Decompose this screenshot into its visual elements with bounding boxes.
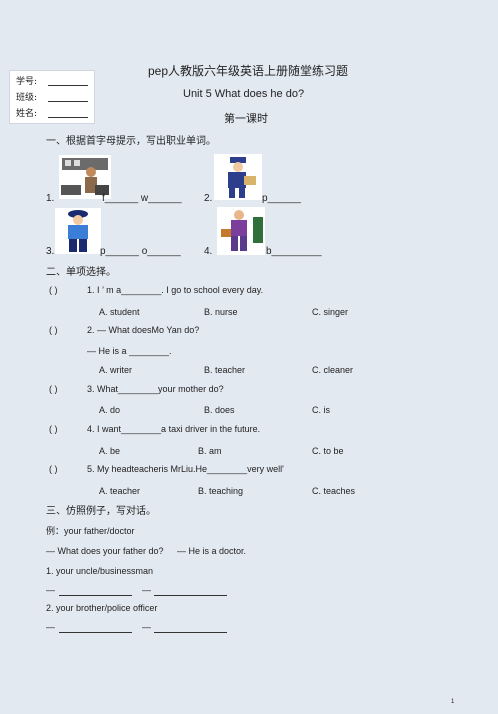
q1-option-a[interactable]: A. student: [99, 307, 140, 317]
section-1-heading: 一、根据首字母提示，写出职业单词。: [46, 136, 216, 147]
q5-option-c[interactable]: C. teaches: [312, 486, 356, 496]
class-label: 班级:: [16, 93, 38, 103]
task-2-dash-2: —: [142, 622, 151, 632]
example-question: — What does your father do?: [46, 546, 164, 556]
example-prompt: your father/doctor: [64, 526, 135, 536]
q4-option-a[interactable]: A. be: [99, 446, 121, 456]
job-num-1: 1.: [46, 193, 55, 204]
cook-picture: [59, 155, 111, 199]
q2-option-a[interactable]: A. writer: [99, 365, 133, 375]
q4-paren[interactable]: ( ): [49, 424, 58, 434]
q1-option-b[interactable]: B. nurse: [204, 307, 238, 317]
student-no-label: 学号:: [16, 77, 38, 87]
q4-stem: 4. I want________a taxi driver in the fu…: [87, 424, 261, 434]
task-2-dash-1: —: [46, 622, 55, 632]
task-2-question-field[interactable]: [59, 632, 132, 633]
task-1-question-field[interactable]: [59, 595, 132, 596]
unit-title: Unit 5 What does he do?: [183, 88, 305, 100]
job-answer-4[interactable]: b_________: [266, 246, 322, 257]
job-num-3: 3.: [46, 246, 55, 257]
police-officer-picture: [55, 208, 101, 254]
task-1-dash-1: —: [46, 585, 55, 595]
task-1-answer-field[interactable]: [154, 595, 227, 596]
q5-option-a[interactable]: A. teacher: [99, 486, 141, 496]
task-1-prompt: 1. your uncle/businessman: [46, 566, 154, 576]
q2-option-b[interactable]: B. teacher: [204, 365, 246, 375]
class-field[interactable]: [48, 101, 88, 102]
q4-option-b[interactable]: B. am: [198, 446, 222, 456]
page-title: pep人教版六年级英语上册随堂练习题: [148, 64, 349, 78]
q5-paren[interactable]: ( ): [49, 464, 58, 474]
q5-option-b[interactable]: B. teaching: [198, 486, 244, 496]
q4-option-c[interactable]: C. to be: [312, 446, 344, 456]
q1-paren[interactable]: ( ): [49, 285, 58, 295]
job-num-2: 2.: [204, 193, 213, 204]
job-answer-1[interactable]: f______ w______: [102, 193, 182, 204]
q2-stem: 2. — What doesMo Yan do?: [87, 325, 200, 335]
job-answer-3[interactable]: p______ o______: [100, 246, 181, 257]
example-line: 例：your father/doctor: [46, 524, 135, 537]
q2-option-c[interactable]: C. cleaner: [312, 365, 354, 375]
task-2-answer-field[interactable]: [154, 632, 227, 633]
name-label: 姓名:: [16, 109, 38, 119]
job-answer-2[interactable]: p______: [262, 193, 301, 204]
section-2-heading: 二、单项选择。: [46, 267, 116, 278]
student-no-field[interactable]: [48, 85, 88, 86]
q5-stem: 5. My headteacheris MrLiu.He________very…: [87, 464, 284, 474]
q1-stem: 1. I ’ m a________. I go to school every…: [87, 285, 264, 295]
example-label: 例：: [46, 527, 65, 537]
task-2-prompt: 2. your brother/police officer: [46, 603, 158, 613]
businessman-picture: [217, 207, 265, 255]
section-3-heading: 三、仿照例子，写对话。: [46, 506, 156, 517]
student-info-box: 学号: 班级: 姓名:: [9, 70, 95, 124]
q2-paren[interactable]: ( ): [49, 325, 58, 335]
page-number: 1: [451, 699, 455, 705]
postman-picture: [214, 154, 262, 200]
example-answer: — He is a doctor.: [177, 546, 247, 556]
q1-option-c[interactable]: C. singer: [312, 307, 349, 317]
lesson-title: 第一课时: [224, 112, 268, 125]
q3-option-b[interactable]: B. does: [204, 405, 235, 415]
task-1-dash-2: —: [142, 585, 151, 595]
q3-option-a[interactable]: A. do: [99, 405, 121, 415]
q3-paren[interactable]: ( ): [49, 384, 58, 394]
q2-sub: — He is a ________.: [87, 346, 172, 356]
q3-stem: 3. What________your mother do?: [87, 384, 224, 394]
name-field[interactable]: [48, 117, 88, 118]
q3-option-c[interactable]: C. is: [312, 405, 330, 415]
job-num-4: 4.: [204, 246, 213, 257]
